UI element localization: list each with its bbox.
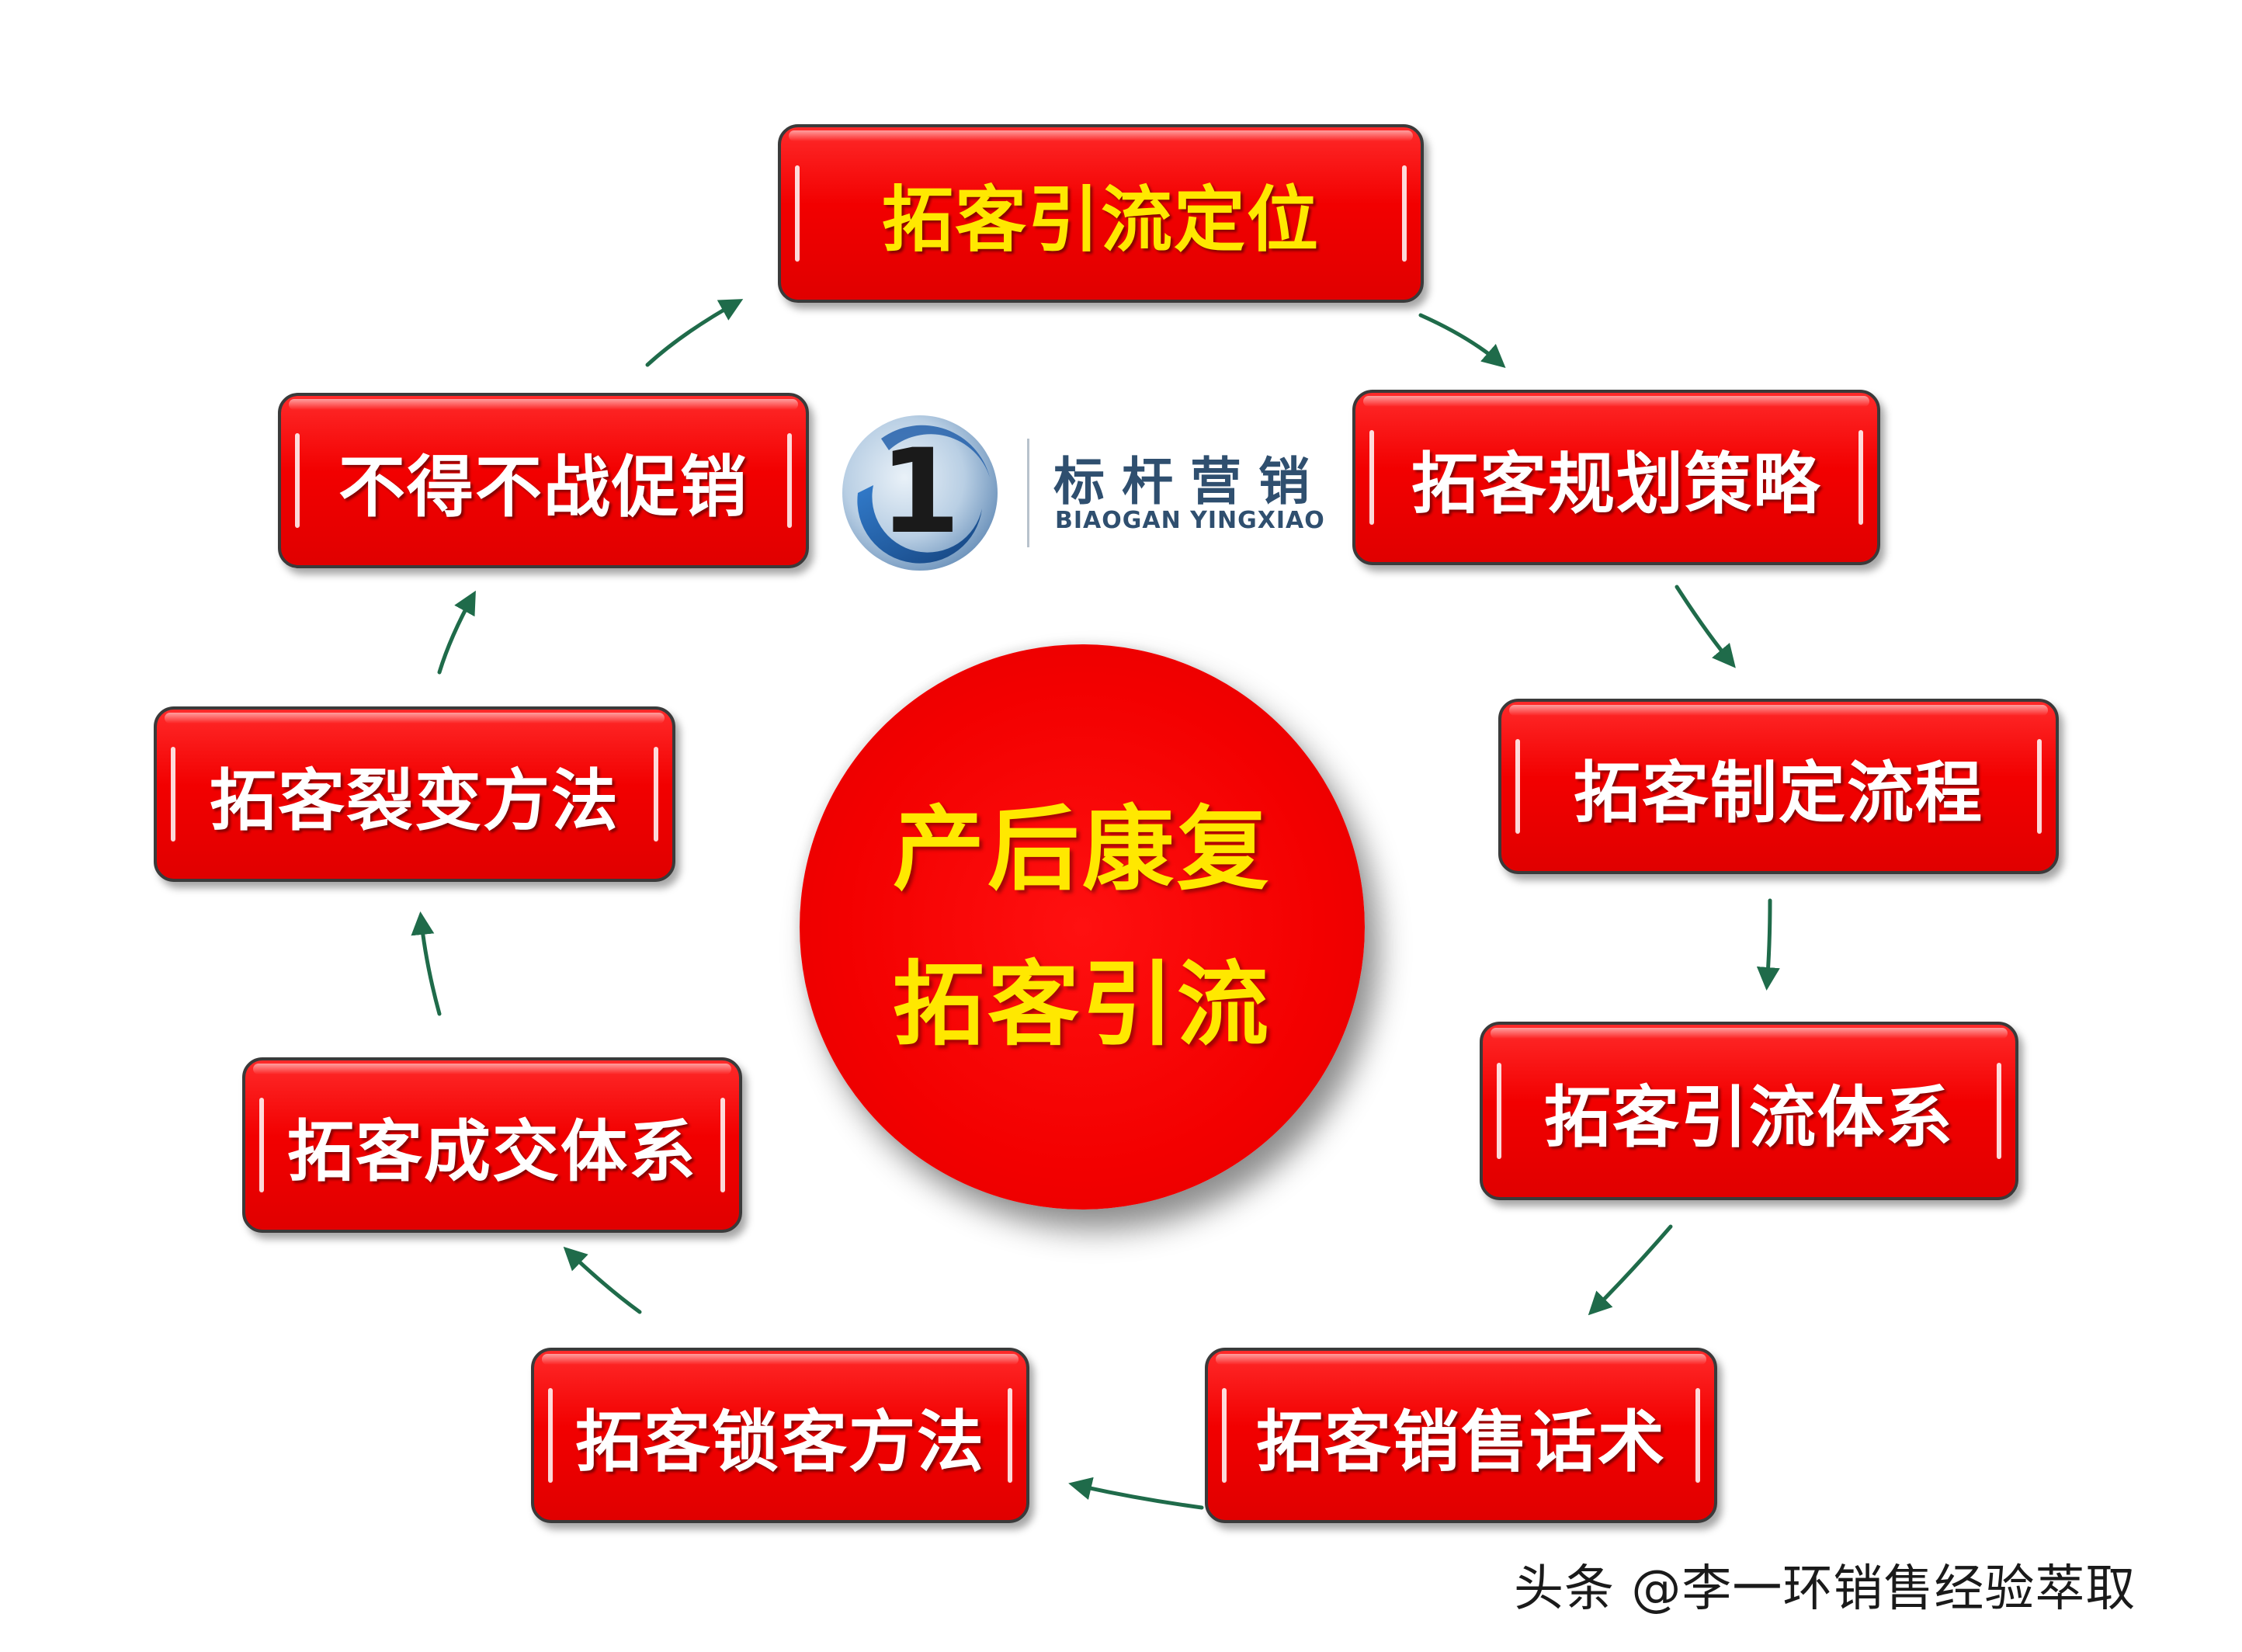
cycle-node-label: 拓客引流体系 (1544, 1078, 1954, 1157)
logo-mark-icon: 1 (842, 415, 998, 571)
cycle-node-label: 拓客引流定位 (881, 178, 1320, 262)
cycle-node-2: 拓客规划策略 (1352, 390, 1880, 565)
cycle-node-7: 拓客成交体系 (242, 1057, 742, 1233)
center-circle: 产后康复 拓客引流 (800, 644, 1365, 1210)
cycle-node-label: 拓客销售话术 (1256, 1403, 1666, 1481)
arrow-6-to-7 (563, 1246, 642, 1314)
cycle-node-5: 拓客销售话术 (1205, 1348, 1717, 1523)
cycle-node-label: 拓客规划策略 (1411, 445, 1821, 523)
arrow-2-to-3 (1675, 585, 1736, 668)
cycle-node-label: 不得不战促销 (338, 448, 748, 526)
logo-name: 标杆营销 (1053, 452, 1327, 512)
cycle-node-label: 拓客制定流程 (1574, 754, 1983, 832)
logo-subtitle: BIAOGAN YINGXIAO (1055, 507, 1325, 534)
arrow-7-to-8 (411, 911, 442, 1016)
arrow-9-to-1 (645, 299, 744, 367)
arrow-4-to-5 (1588, 1224, 1673, 1316)
cycle-node-4: 拓客引流体系 (1480, 1022, 2018, 1200)
logo-mark-text: 1 (880, 425, 960, 560)
brand-logo: 1 标杆营销 BIAOGAN YINGXIAO (835, 408, 1331, 578)
center-title-line1: 产后康复 (892, 796, 1272, 903)
cycle-node-1: 拓客引流定位 (778, 124, 1424, 303)
center-title-line2: 拓客引流 (892, 951, 1272, 1058)
logo-divider (1027, 439, 1029, 547)
cycle-node-8: 拓客裂变方法 (154, 706, 675, 882)
arrow-1-to-2 (1418, 313, 1506, 368)
cycle-node-label: 拓客裂变方法 (210, 762, 620, 840)
cycle-node-6: 拓客锁客方法 (531, 1348, 1029, 1523)
arrow-3-to-4 (1756, 898, 1780, 991)
cycle-node-label: 拓客成交体系 (287, 1112, 697, 1191)
cycle-node-9: 不得不战促销 (278, 393, 809, 568)
watermark-text: 头条 @李一环销售经验萃取 (1514, 1560, 2136, 1618)
cycle-node-3: 拓客制定流程 (1498, 699, 2059, 874)
cycle-node-label: 拓客锁客方法 (575, 1403, 985, 1481)
arrow-5-to-6 (1068, 1477, 1204, 1510)
arrow-8-to-9 (437, 590, 476, 675)
